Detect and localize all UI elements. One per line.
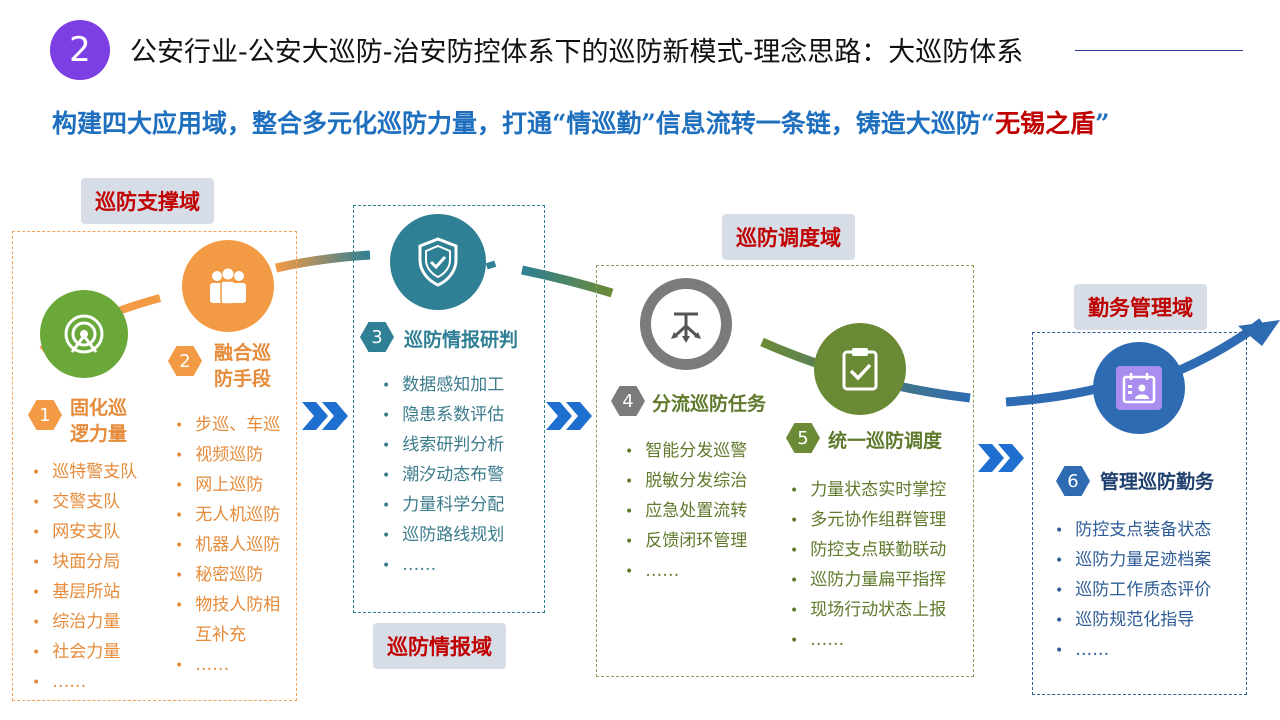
radar-icon [64,314,104,354]
step-2-title-line2: 防手段 [214,368,272,390]
step-4-icon-inner [651,289,721,359]
flow-chevron-icon [302,402,348,430]
list-item: 交警支队 [32,488,137,518]
list-item: 防控支点装备状态 [1055,516,1211,546]
list-item: 巡特警支队 [32,458,137,488]
step-1-list: 巡特警支队 交警支队 网安支队 块面分局 基层所站 综治力量 社会力量 …… [32,458,137,698]
domain-tag-dispatch: 巡防调度域 [722,214,855,260]
step-5-icon-circle [814,323,906,415]
list-item: 互补充 [195,625,246,645]
step-2-title: 融合巡 防手段 [214,340,271,392]
step-3-title: 巡防情报研判 [404,329,519,351]
list-item: 反馈闭环管理 [625,527,747,557]
page-title: 公安行业-公安大巡防-治安防控体系下的巡防新模式-理念思路：大巡防体系 [130,37,1024,68]
list-item: 综治力量 [32,608,137,638]
list-item: 巡防路线规划 [382,521,504,551]
ribbon-arrowhead-icon [1238,320,1280,346]
step-3-icon-circle [390,214,486,310]
list-item: 步巡、车巡 [175,411,280,441]
step-6-title: 管理巡防勤务 [1100,471,1215,493]
list-item: …… [1055,636,1211,666]
list-item: 潮汐动态布警 [382,461,504,491]
list-item: 防控支点联勤联动 [790,536,946,566]
domain-tag-duty: 勤务管理域 [1074,284,1207,330]
list-item: 基层所站 [32,578,137,608]
list-item: 隐患系数评估 [382,401,504,431]
list-item: 机器人巡防 [175,531,280,561]
step-4-number-badge: 4 [611,386,645,416]
list-item: …… [382,551,504,581]
section-number-badge: 2 [50,20,110,80]
list-item: 现场行动状态上报 [790,596,946,626]
list-item: 线索研判分析 [382,431,504,461]
step-4-title: 分流巡防任务 [652,393,767,415]
step-2-icon-circle [182,240,274,332]
support-domain-frame [12,231,297,701]
step-6-list: 防控支点装备状态 巡防力量足迹档案 巡防工作质态评价 巡防规范化指导 …… [1055,516,1211,666]
list-item: …… [790,626,946,656]
list-item: 数据感知加工 [382,371,504,401]
list-item: 应急处置流转 [625,497,747,527]
step-2-number-badge: 2 [168,346,202,376]
list-item: 智能分发巡警 [625,437,747,467]
list-item: …… [175,651,280,681]
step-1-title-line1: 固化巡 [70,397,128,419]
intel-domain-frame [353,205,545,613]
subtitle-highlight: 无锡之盾 [995,109,1096,138]
step-1-icon-circle [40,290,128,378]
list-item: 无人机巡防 [175,501,280,531]
subtitle-end: ” [1095,109,1110,138]
flow-chevron-icon [546,402,592,430]
list-item: 力量科学分配 [382,491,504,521]
step-4-icon-circle [640,278,732,370]
list-item: 视频巡防 [175,441,280,471]
list-item: 块面分局 [32,548,137,578]
list-item: 网上巡防 [175,471,280,501]
shield-check-icon [418,237,458,287]
step-5-title: 统一巡防调度 [828,430,943,452]
list-item: 秘密巡防 [175,561,280,591]
title-divider [1075,50,1243,51]
list-item: 巡防工作质态评价 [1055,576,1211,606]
list-item: 巡防力量扁平指挥 [790,566,946,596]
step-2-list: 步巡、车巡 视频巡防 网上巡防 无人机巡防 机器人巡防 秘密巡防 物技人防相 互… [175,411,280,681]
list-item: 巡防力量足迹档案 [1055,546,1211,576]
clipboard-check-icon [842,348,878,391]
step-5-number-badge: 5 [786,423,820,453]
step-6-icon-circle [1093,342,1185,434]
list-item: 脱敏分发综治 [625,467,747,497]
list-item: 社会力量 [32,638,137,668]
step-4-list: 智能分发巡警 脱敏分发综治 应急处置流转 反馈闭环管理 …… [625,437,747,587]
list-item: 力量状态实时掌控 [790,476,946,506]
step-1-number-badge: 1 [28,400,62,430]
list-item: …… [625,557,747,587]
list-item: 网安支队 [32,518,137,548]
step-1-title: 固化巡 逻力量 [70,395,127,447]
list-item: …… [32,668,137,698]
step-3-list: 数据感知加工 隐患系数评估 线索研判分析 潮汐动态布警 力量科学分配 巡防路线规… [382,371,504,581]
step-1-title-line2: 逻力量 [70,423,128,445]
calendar-person-glyph-icon [1122,373,1156,404]
subtitle-main: 构建四大应用域，整合多元化巡防力量，打通“情巡勤”信息流转一条链，铸造大巡防“ [52,109,996,138]
dispatch-domain-frame [596,265,974,677]
domain-tag-support: 巡防支撑域 [81,178,214,224]
duty-domain-frame [1032,332,1247,695]
flow-chevron-icon [978,444,1024,472]
domain-tag-intel: 巡防情报域 [373,623,506,669]
list-item: 巡防规范化指导 [1055,606,1211,636]
step-5-list: 力量状态实时掌控 多元协作组群管理 防控支点联勤联动 巡防力量扁平指挥 现场行动… [790,476,946,656]
split-arrows-icon [671,312,701,343]
list-item: 物技人防相 [175,591,280,621]
people-group-icon [210,268,246,305]
page-subtitle: 构建四大应用域，整合多元化巡防力量，打通“情巡勤”信息流转一条链，铸造大巡防“无… [52,104,1110,140]
step-2-title-line1: 融合巡 [214,342,272,364]
list-item: 多元协作组群管理 [790,506,946,536]
calendar-person-icon [1116,366,1162,410]
